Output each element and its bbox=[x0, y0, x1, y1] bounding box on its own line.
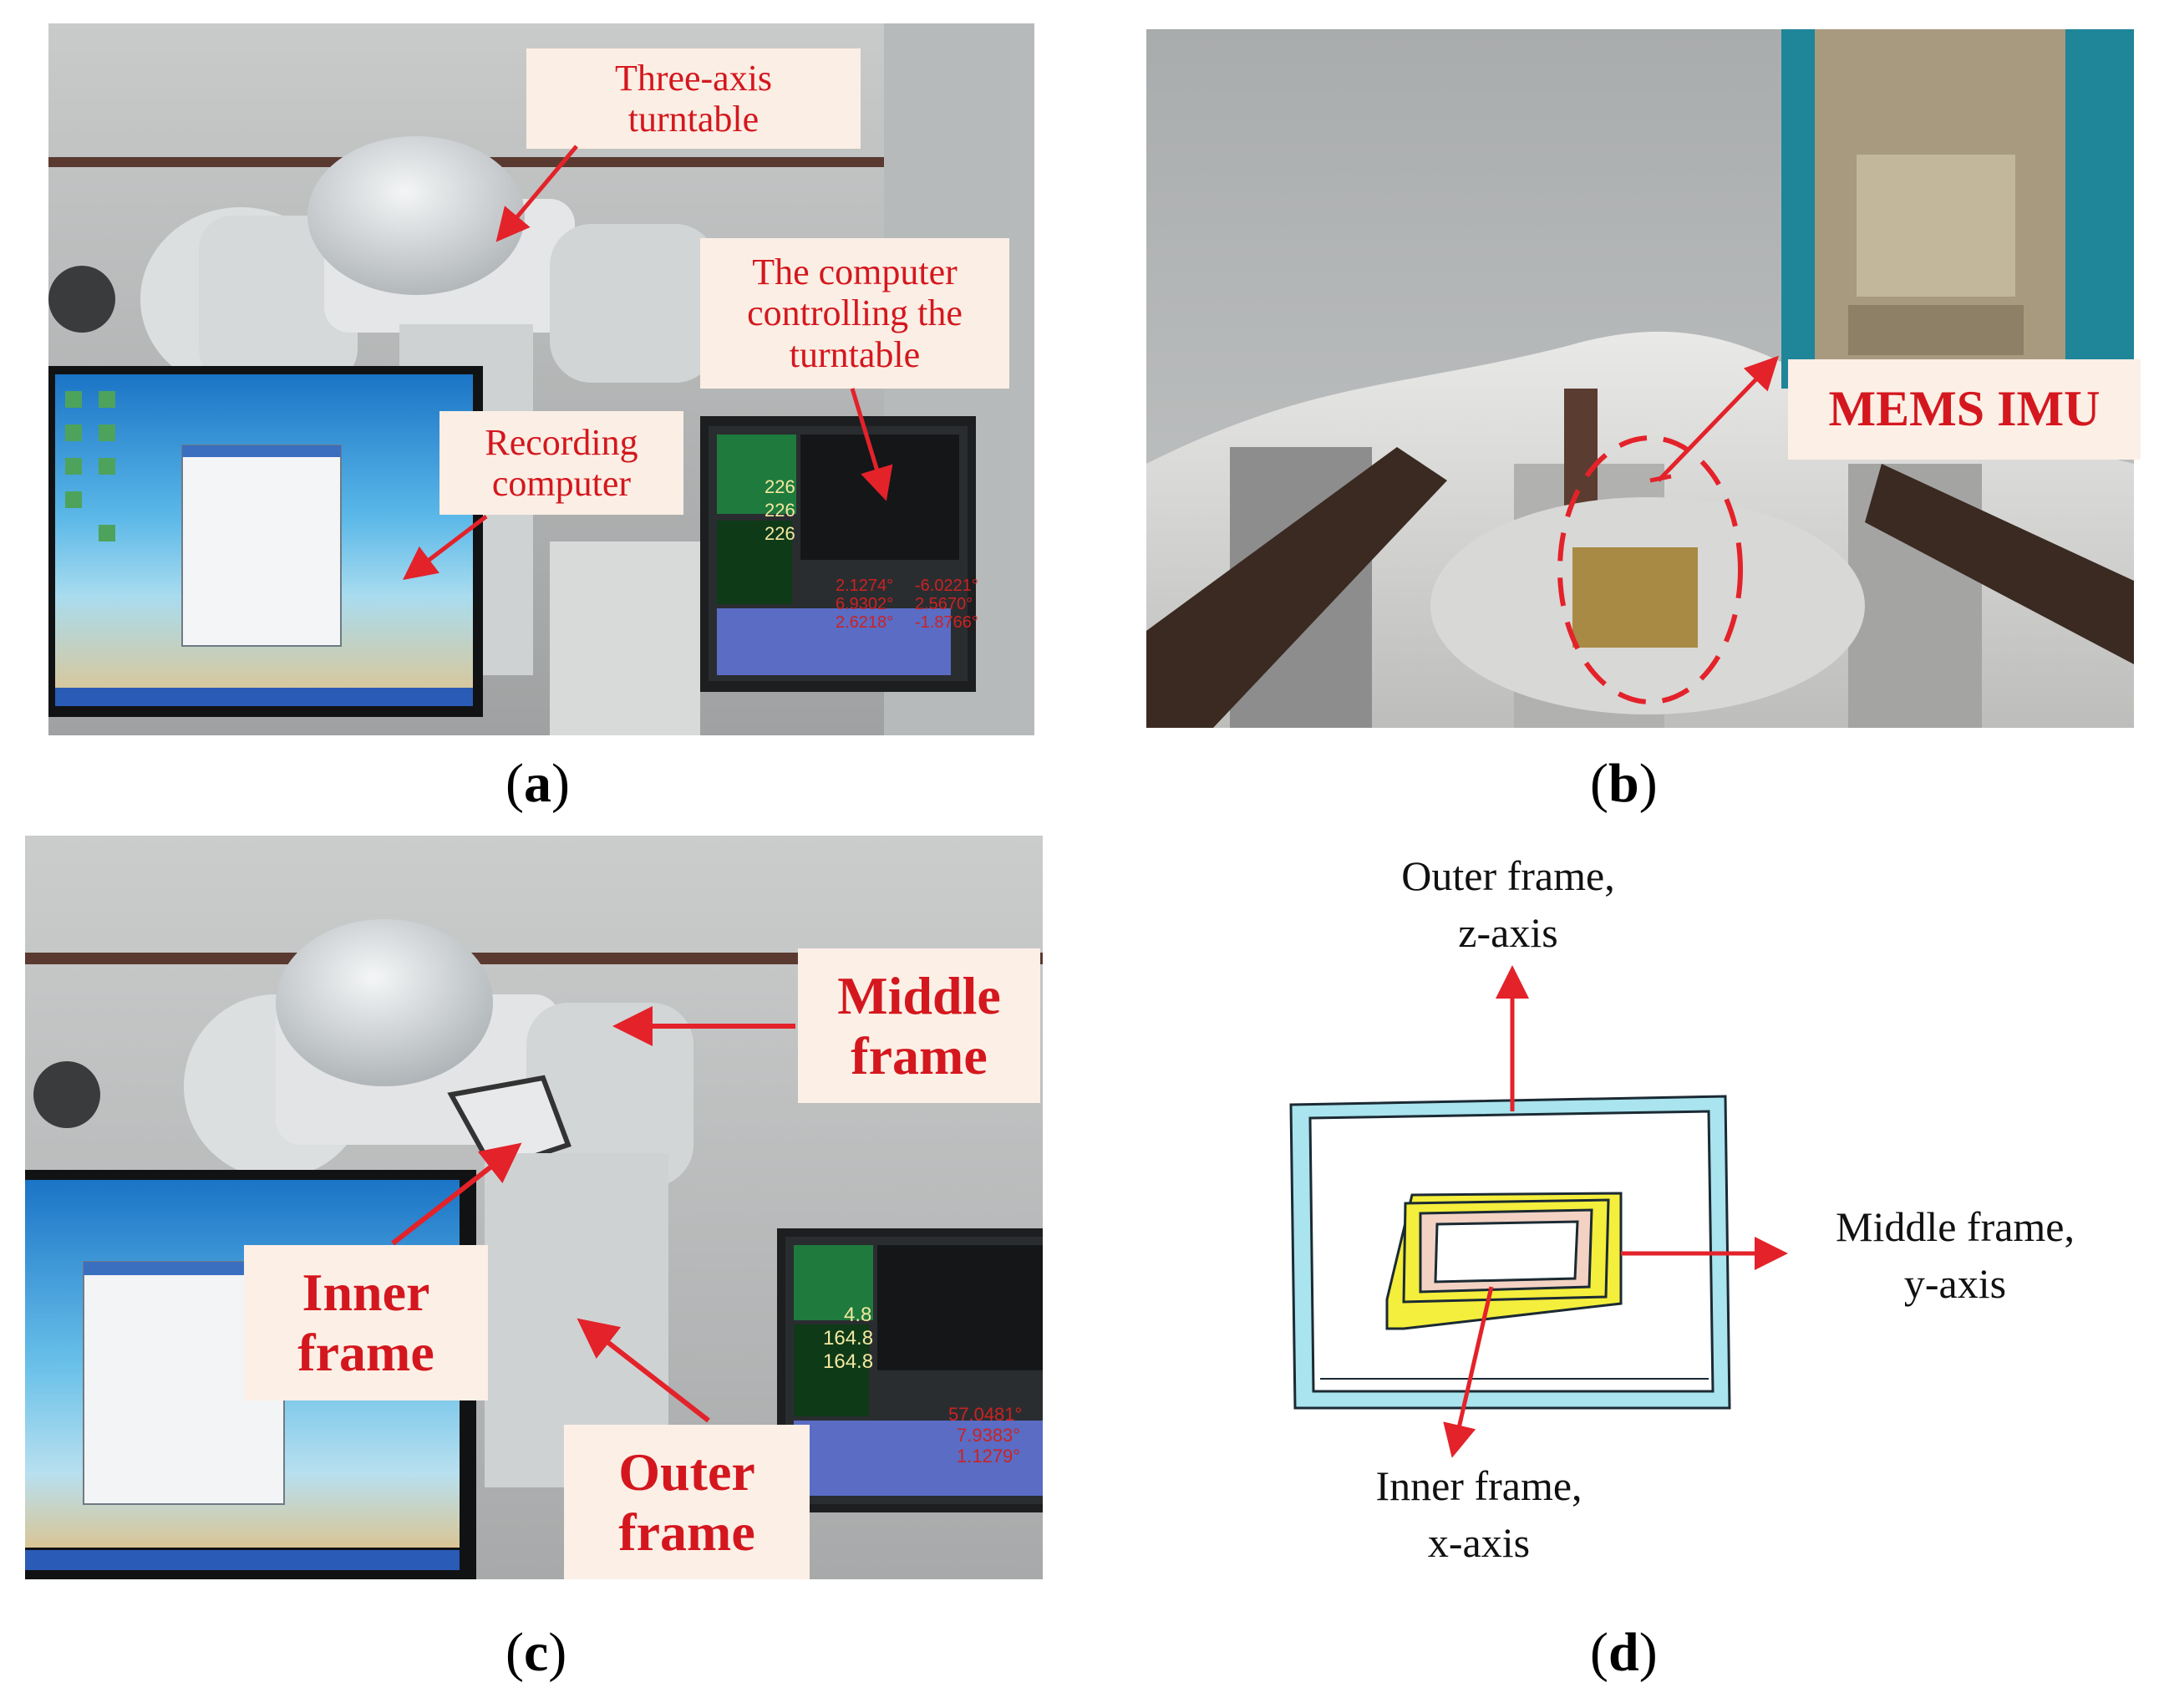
panel-b-label-imu: MEMS IMU bbox=[1788, 359, 2141, 460]
panel-a-readout-2: 226 bbox=[765, 500, 795, 521]
middle-frame-shape bbox=[1385, 1192, 1623, 1330]
panel-a-label-turntable: Three-axis turntable bbox=[526, 48, 861, 149]
panel-c-readout-6: 1.1279° bbox=[957, 1446, 1021, 1467]
panel-a-label-controller: The computer controlling the turntable bbox=[700, 238, 1009, 389]
panel-a-label-recording: Recording computer bbox=[439, 411, 683, 515]
panel-c-photo bbox=[25, 836, 1043, 1579]
x-axis-arrow bbox=[1443, 1286, 1494, 1458]
panel-a-readout-7: -6.0221° bbox=[915, 577, 978, 595]
panel-d-label-inner-frame: Inner frame, x-axis bbox=[1375, 1462, 1582, 1566]
panel-c-label-inner-frame: Inner frame bbox=[244, 1245, 488, 1400]
inner-frame-shape bbox=[1419, 1208, 1593, 1294]
panel-c-readout-5: 7.9383° bbox=[957, 1425, 1021, 1446]
panel-a-caption: (a) bbox=[505, 753, 570, 814]
outer-frame-shape bbox=[1289, 1095, 1731, 1410]
panel-a-readout-1: 226 bbox=[765, 476, 795, 497]
panel-a-readout-3: 226 bbox=[765, 523, 795, 544]
panel-c-readout-1: 4.8 bbox=[844, 1304, 872, 1326]
panel-a-readout-6: 2.6218° bbox=[836, 613, 894, 632]
panel-c-label-outer-frame: Outer frame bbox=[564, 1425, 810, 1579]
panel-c-readout-2: 164.8 bbox=[823, 1327, 874, 1350]
panel-d-label-outer-frame: Outer frame, z-axis bbox=[1401, 852, 1615, 956]
panel-a-readout-8: 2.5670° bbox=[915, 595, 973, 613]
panel-d-caption: (d) bbox=[1590, 1622, 1658, 1683]
panel-c-readout-3: 164.8 bbox=[823, 1350, 874, 1373]
panel-c-label-middle-frame: Middle frame bbox=[798, 948, 1040, 1103]
panel-b-caption: (b) bbox=[1590, 753, 1658, 814]
panel-c-readout-4: 57.0481° bbox=[948, 1404, 1023, 1425]
panel-c-caption: (c) bbox=[505, 1622, 567, 1683]
panel-a-readout-5: 6.9302° bbox=[836, 595, 894, 613]
panel-a-readout-9: -1.8766° bbox=[915, 613, 978, 632]
panel-d-label-middle-frame: Middle frame, y-axis bbox=[1835, 1203, 2075, 1307]
panel-a-readout-4: 2.1274° bbox=[836, 577, 894, 595]
